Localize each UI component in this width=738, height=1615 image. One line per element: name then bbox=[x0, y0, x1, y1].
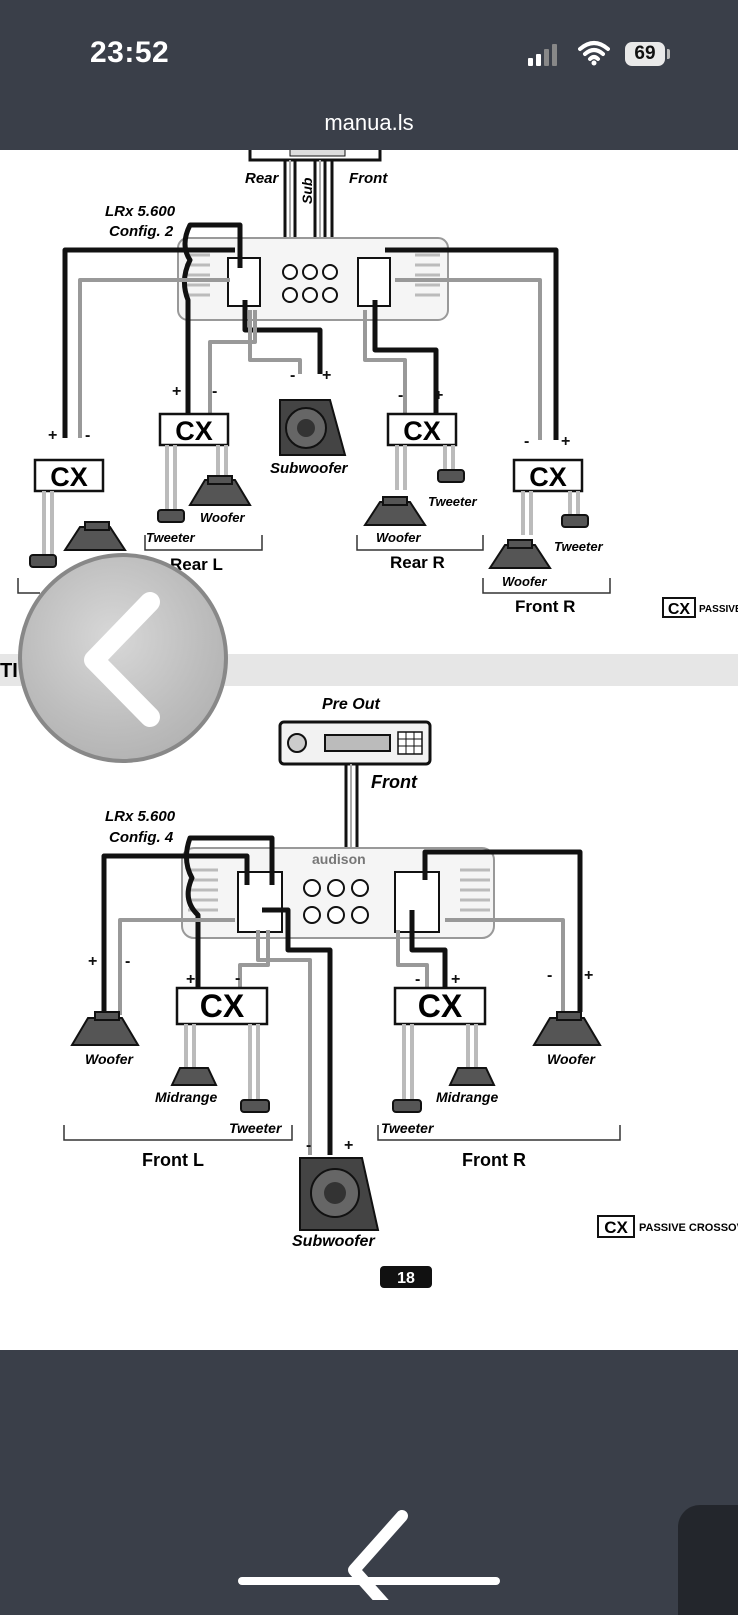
label-tweeter: Tweeter bbox=[428, 494, 478, 509]
pol-plus: + bbox=[88, 953, 97, 970]
label-tweeter: Tweeter bbox=[146, 530, 196, 545]
diagram-config-2: Rear Front Sub LRx 5.600 Config. 2 bbox=[17, 150, 738, 618]
label-tweeter: Tweeter bbox=[229, 1120, 283, 1136]
head-unit bbox=[278, 720, 432, 766]
subwoofer-box bbox=[279, 399, 347, 456]
battery-nub bbox=[667, 49, 670, 59]
chevron-left-icon bbox=[84, 592, 160, 727]
label-subwoofer-2: Subwoofer bbox=[292, 1233, 375, 1250]
pol-minus: - bbox=[524, 433, 529, 450]
svg-text:PASSIVE CROSSOV: PASSIVE CROSSOV bbox=[639, 1222, 738, 1234]
svg-text:CX: CX bbox=[529, 462, 567, 492]
pol-minus: - bbox=[235, 970, 240, 987]
label-model-2: LRx 5.600 bbox=[105, 808, 176, 825]
label-tweeter: Tweeter bbox=[554, 539, 604, 554]
svg-text:CX: CX bbox=[418, 988, 463, 1024]
browser-url-bar[interactable]: manua.ls bbox=[0, 100, 738, 150]
label-woofer: Woofer bbox=[502, 574, 547, 589]
label-tweeter: Tweeter bbox=[381, 1120, 435, 1136]
pol-plus: + bbox=[584, 967, 593, 984]
pol-minus: - bbox=[85, 427, 90, 444]
wifi-icon bbox=[578, 41, 610, 66]
back-button[interactable] bbox=[18, 553, 228, 763]
url-text: manua.ls bbox=[324, 110, 414, 135]
crossover-box: CX bbox=[158, 412, 230, 447]
label-rear-r: Rear R bbox=[390, 553, 445, 572]
page-number: 18 bbox=[380, 1266, 432, 1288]
label-woofer: Woofer bbox=[547, 1051, 597, 1067]
label-model-1: LRx 5.600 bbox=[105, 203, 176, 220]
label-front-r-2: Front R bbox=[462, 1150, 526, 1170]
status-time: 23:52 bbox=[90, 36, 170, 69]
signal-icon bbox=[528, 44, 557, 66]
label-rear-l: Rear L bbox=[170, 555, 223, 574]
section-band-text: TI bbox=[0, 660, 18, 682]
label-config-2: Config. 4 bbox=[109, 829, 174, 846]
pol-plus: + bbox=[434, 387, 443, 404]
label-midrange: Midrange bbox=[436, 1089, 498, 1105]
svg-text:CX: CX bbox=[668, 601, 691, 618]
label-woofer: Woofer bbox=[376, 530, 421, 545]
pol-plus: + bbox=[172, 383, 181, 400]
label-front-l: Front L bbox=[142, 1150, 204, 1170]
svg-text:PASSIVE: PASSIVE bbox=[699, 604, 738, 615]
label-rear: Rear bbox=[245, 170, 280, 187]
subwoofer-box bbox=[299, 1157, 380, 1231]
pol-plus: + bbox=[186, 971, 195, 988]
wiring-diagrams: Rear Front Sub LRx 5.600 Config. 2 bbox=[0, 150, 738, 1288]
crossover-box: CX bbox=[33, 458, 105, 493]
label-subwoofer-1: Subwoofer bbox=[270, 460, 349, 477]
label-front-r-1: Front R bbox=[515, 597, 575, 616]
pol-plus: + bbox=[344, 1137, 353, 1154]
diagram-config-4: Pre Out Front LRx 5.600 Config. 4 audiso… bbox=[63, 696, 738, 1288]
pol-minus: - bbox=[398, 387, 403, 404]
label-sub: Sub bbox=[299, 177, 315, 204]
pol-plus: + bbox=[48, 427, 57, 444]
label-pre-out: Pre Out bbox=[322, 696, 380, 713]
svg-text:CX: CX bbox=[604, 1218, 628, 1237]
pol-minus: - bbox=[415, 971, 420, 988]
pol-minus: - bbox=[125, 953, 130, 970]
label-woofer: Woofer bbox=[85, 1051, 135, 1067]
tab-overview-button[interactable] bbox=[678, 1505, 738, 1615]
svg-text:CX: CX bbox=[403, 416, 441, 446]
pol-plus: + bbox=[451, 971, 460, 988]
svg-text:CX: CX bbox=[50, 462, 88, 492]
label-config-1: Config. 2 bbox=[109, 223, 174, 240]
crossover-box: CX bbox=[393, 986, 487, 1026]
svg-text:CX: CX bbox=[200, 988, 245, 1024]
svg-text:CX: CX bbox=[175, 416, 213, 446]
label-front: Front bbox=[349, 170, 388, 187]
amp-brand: audison bbox=[312, 851, 366, 867]
status-bar: 23:52 69 bbox=[0, 0, 738, 100]
cx-legend-2: CX PASSIVE CROSSOV bbox=[597, 1215, 738, 1238]
pol-plus: + bbox=[322, 367, 331, 384]
chevron-left-icon[interactable] bbox=[340, 1510, 420, 1600]
crossover-box: CX bbox=[386, 412, 458, 447]
pol-minus: - bbox=[547, 967, 552, 984]
label-front-rca: Front bbox=[371, 772, 418, 792]
pol-plus: + bbox=[561, 433, 570, 450]
cx-legend-1: CX PASSIVE bbox=[662, 597, 738, 618]
manual-page: Rear Front Sub LRx 5.600 Config. 2 bbox=[0, 150, 738, 1350]
battery-icon: 69 bbox=[625, 42, 665, 66]
pol-minus: - bbox=[306, 1137, 311, 1154]
label-woofer: Woofer bbox=[200, 510, 245, 525]
pol-minus: - bbox=[212, 383, 217, 400]
crossover-box: CX bbox=[175, 986, 269, 1026]
crossover-box: CX bbox=[512, 458, 584, 493]
label-midrange: Midrange bbox=[155, 1089, 217, 1105]
svg-text:18: 18 bbox=[397, 1270, 415, 1287]
home-indicator[interactable] bbox=[238, 1577, 500, 1585]
pol-minus: - bbox=[290, 367, 295, 384]
